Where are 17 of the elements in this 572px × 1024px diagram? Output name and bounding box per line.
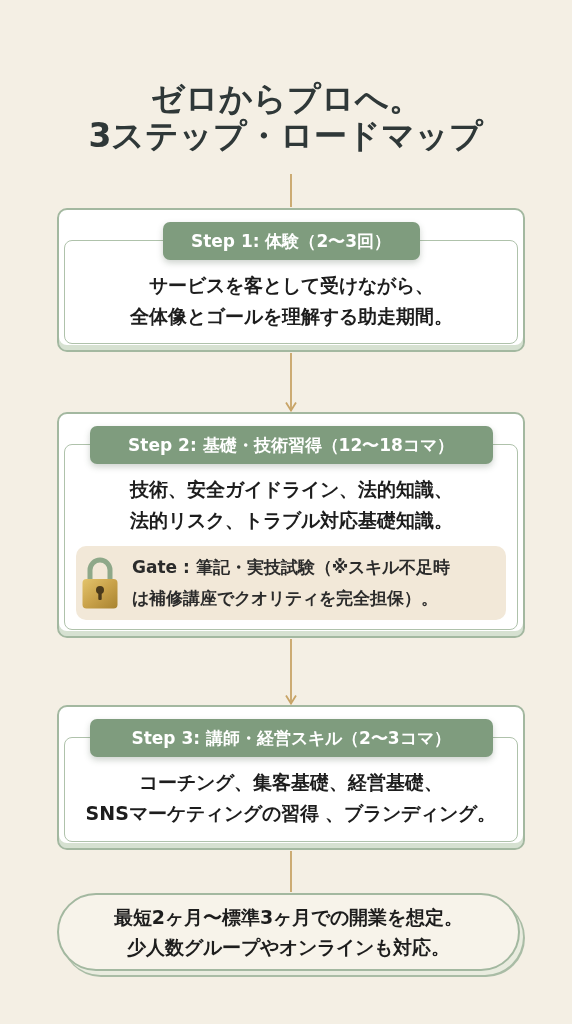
step-heading: Step 3: 講師・経営スキル（2〜3コマ） bbox=[89, 719, 493, 757]
step-card bbox=[57, 705, 525, 850]
step-description: コーチング、集客基礎、経営基礎、SNSマーケティングの習得 、ブランディング。 bbox=[84, 770, 498, 826]
diagram-title: ゼロからプロへ。3ステップ・ロードマップ bbox=[87, 80, 485, 154]
summary-text: 最短2ヶ月〜標準3ヶ月での開業を想定。少人数グループやオンラインも対応。 bbox=[112, 905, 465, 960]
connector-line bbox=[290, 173, 292, 208]
step-heading: Step 1: 体験（2〜3回） bbox=[162, 222, 420, 260]
arrow bbox=[285, 352, 297, 412]
gate-note: Gate : 筆記・実技試験（※スキル不足時は補修講座でクオリティを完全担保）。 bbox=[132, 556, 452, 610]
step-description: サービスを客として受けながら、全体像とゴールを理解する助走期間。 bbox=[128, 273, 454, 329]
arrow bbox=[285, 638, 297, 705]
step-card bbox=[57, 412, 525, 638]
step-description: 技術、安全ガイドライン、法的知識、法的リスク、トラブル対応基礎知識。 bbox=[128, 477, 454, 533]
connector-line bbox=[290, 850, 292, 893]
gate-note-panel bbox=[76, 546, 506, 620]
step-card bbox=[57, 208, 525, 352]
step-heading: Step 2: 基礎・技術習得（12〜18コマ） bbox=[89, 426, 493, 464]
